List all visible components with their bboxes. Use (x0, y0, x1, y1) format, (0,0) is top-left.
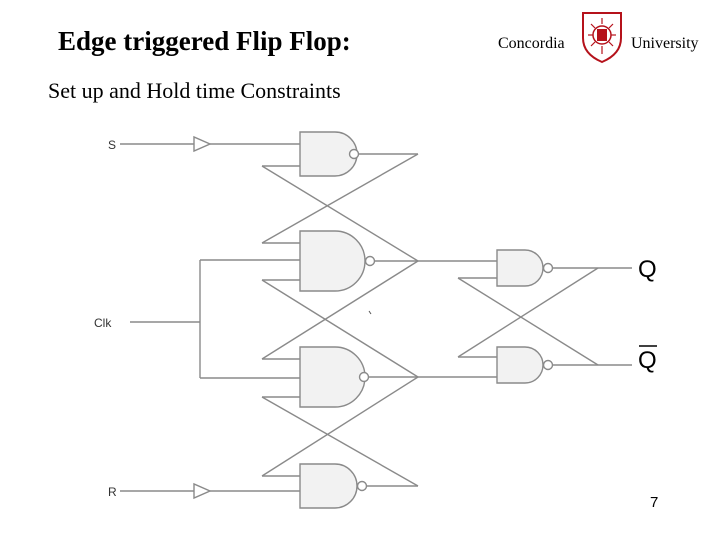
input-label-s: S (108, 138, 116, 152)
page-number: 7 (650, 494, 659, 511)
university-name-left: Concordia (498, 35, 565, 52)
wire-cross-c1 (261, 396, 419, 487)
gate2-inverter-bubble (364, 255, 376, 267)
output-label-q: Q (638, 256, 657, 283)
wire-cross-c2 (261, 376, 419, 477)
output-label-qbar: Q (638, 347, 657, 374)
wire-latch-cross-2 (457, 267, 599, 358)
nand-gate-5 (496, 249, 544, 287)
wire-cross-a1 (261, 165, 419, 262)
nand-gate-1 (299, 131, 358, 177)
nand-gate-2 (299, 230, 366, 292)
university-name-right: University (631, 35, 699, 52)
gate3-inverter-bubble (358, 371, 370, 383)
r-buffer-icon (193, 482, 212, 500)
slide-title: Edge triggered Flip Flop: (58, 26, 351, 56)
gate1-inverter-bubble (348, 148, 360, 160)
gate6-inverter-bubble (542, 359, 554, 371)
stray-mark (368, 310, 372, 315)
s-buffer-icon (193, 135, 212, 153)
gate4-inverter-bubble (356, 480, 368, 492)
input-label-clk: Clk (94, 316, 112, 330)
wire-latch-cross-1 (457, 277, 599, 366)
wire-cross-a2 (261, 153, 419, 244)
input-label-r: R (108, 485, 117, 499)
gate5-inverter-bubble (542, 262, 554, 274)
slide-subtitle: Set up and Hold time Constraints (48, 78, 341, 103)
nand-gate-3 (299, 346, 366, 408)
concordia-crest-icon (582, 12, 622, 64)
nand-gate-6 (496, 346, 544, 384)
wire-cross-b1 (261, 279, 419, 378)
nand-gate-4 (299, 463, 358, 509)
wire-cross-b2 (261, 260, 419, 360)
